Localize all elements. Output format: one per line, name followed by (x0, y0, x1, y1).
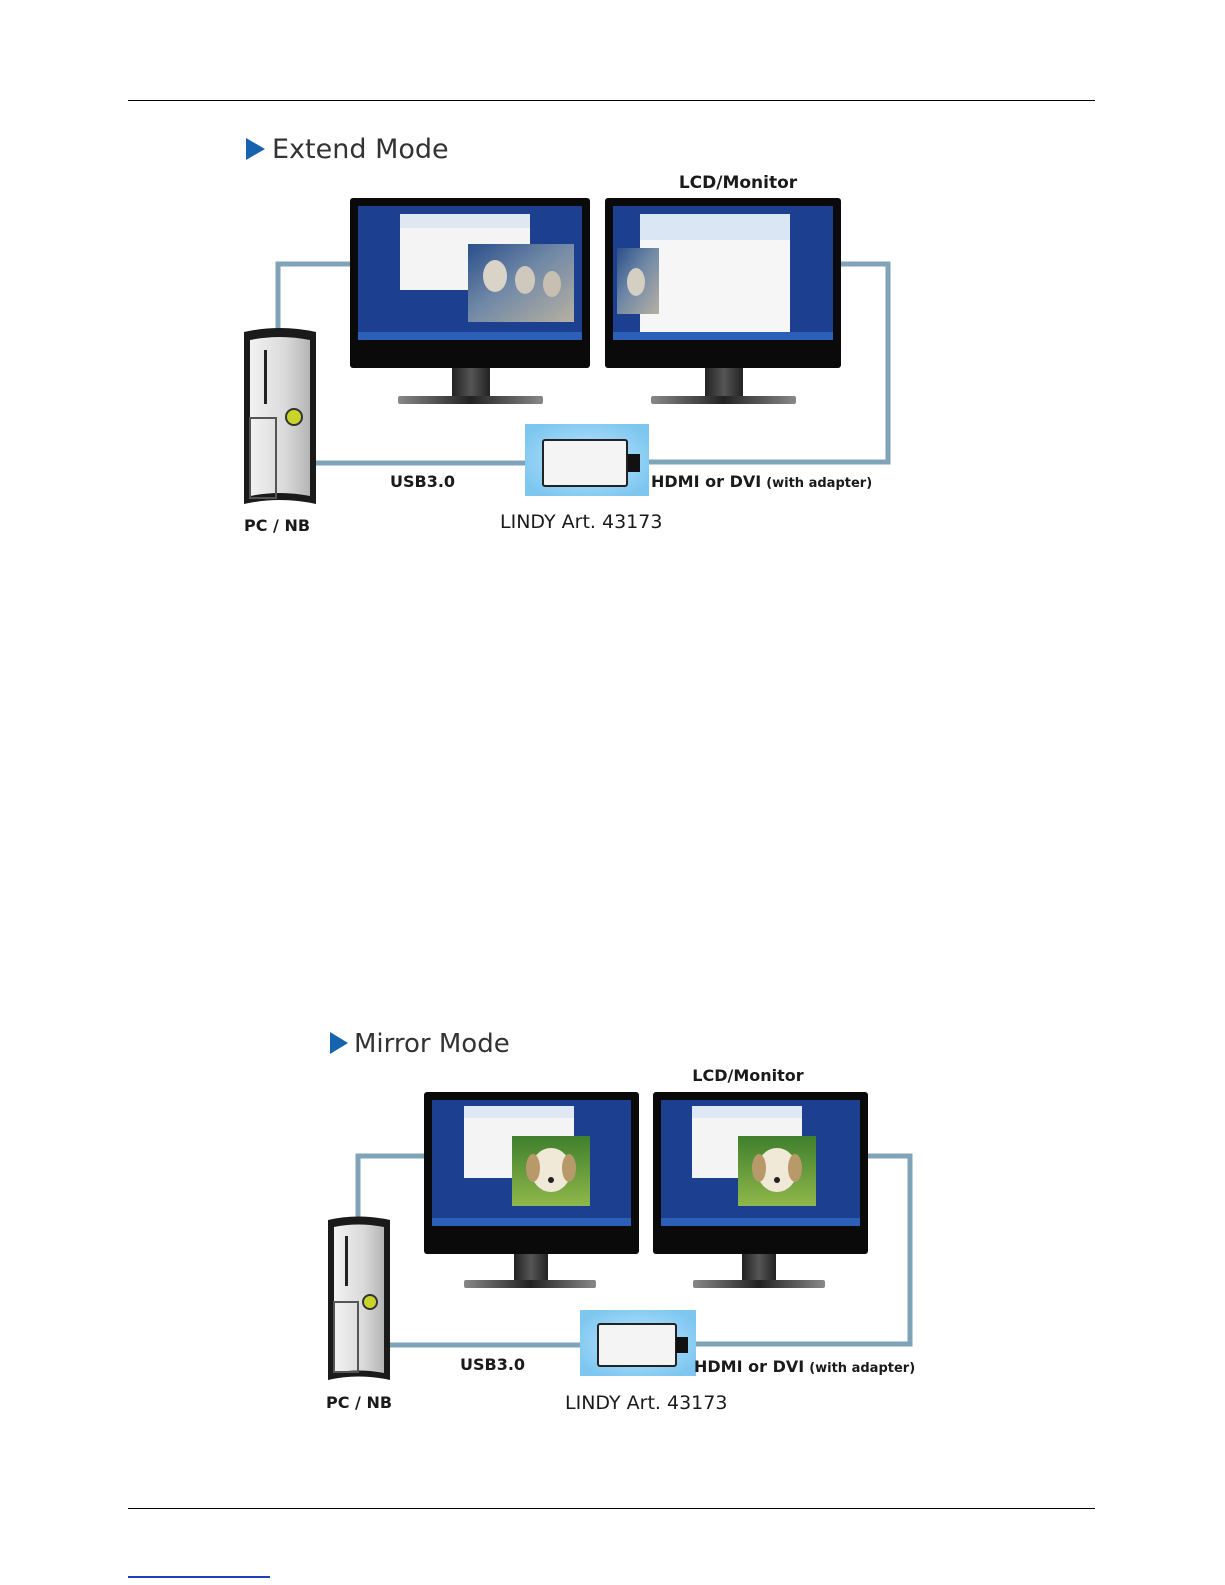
svg-text:LINDY Art. 43173: LINDY Art. 43173 (500, 511, 662, 533)
footer-rule (128, 1508, 1095, 1509)
svg-text:Mirror Mode: Mirror Mode (354, 1029, 510, 1059)
secondary-monitor: LCD/Monitor (605, 173, 841, 404)
primary-monitor (424, 1092, 639, 1288)
usb-display-adapter: USB3.0 HDMI or DVI(with adapter) LINDY A… (460, 1310, 915, 1414)
svg-text:Extend Mode: Extend Mode (272, 134, 449, 165)
svg-text:LINDY Art. 43173: LINDY Art. 43173 (565, 1392, 727, 1414)
play-arrow-icon (246, 138, 265, 160)
extend-mode-diagram: Extend Mode LCD/Monitor (240, 128, 900, 548)
svg-text:PC / NB: PC / NB (244, 516, 310, 535)
svg-text:HDMI or DVI(with adapter): HDMI or DVI(with adapter) (651, 472, 872, 491)
secondary-monitor: LCD/Monitor (653, 1066, 868, 1288)
mirror-mode-title: Mirror Mode (330, 1029, 510, 1059)
pc-tower: PC / NB (326, 1217, 392, 1413)
svg-text:USB3.0: USB3.0 (390, 472, 455, 491)
usb-display-adapter: USB3.0 HDMI or DVI(with adapter) LINDY A… (390, 424, 872, 533)
power-button-icon (363, 1295, 377, 1309)
header-rule (128, 100, 1095, 101)
primary-monitor (350, 198, 590, 404)
svg-text:HDMI or DVI(with adapter): HDMI or DVI(with adapter) (694, 1357, 915, 1376)
svg-text:PC / NB: PC / NB (326, 1393, 392, 1412)
extend-mode-title: Extend Mode (246, 134, 449, 165)
pc-tower: PC / NB (244, 328, 316, 535)
mirror-mode-diagram: Mirror Mode LCD/Monit (324, 1022, 924, 1422)
play-arrow-icon (330, 1032, 348, 1054)
cable-pc-to-monitor (358, 1156, 426, 1218)
footer-link-underline (128, 1576, 270, 1578)
power-button-icon (286, 409, 302, 425)
svg-text:LCD/Monitor: LCD/Monitor (692, 1066, 803, 1085)
svg-text:LCD/Monitor: LCD/Monitor (679, 173, 798, 193)
svg-text:USB3.0: USB3.0 (460, 1355, 525, 1374)
